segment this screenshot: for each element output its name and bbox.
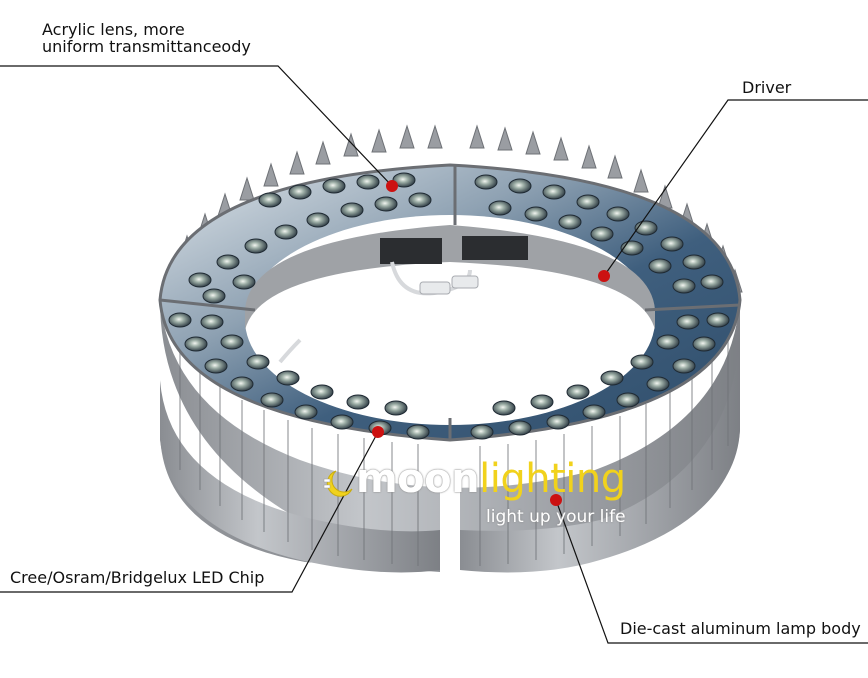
logo-moon-text: moon bbox=[356, 456, 480, 502]
callout-leaders bbox=[0, 65, 868, 644]
callout-markers bbox=[372, 180, 610, 506]
picket-fence-top bbox=[164, 124, 743, 293]
callout-lamp-body: Die-cast aluminum lamp body bbox=[620, 619, 861, 638]
logo-wordmark: moonlighting bbox=[356, 455, 626, 503]
driver-assembly bbox=[278, 236, 528, 364]
marker-driver bbox=[598, 270, 610, 282]
marker-lamp-body bbox=[550, 494, 562, 506]
callout-acrylic-line2: uniform transmittanceody bbox=[42, 37, 251, 56]
logo-lighting-text: lighting bbox=[479, 456, 626, 502]
moon-logo-icon bbox=[323, 470, 353, 497]
marker-led-chip bbox=[372, 426, 384, 438]
marker-acrylic-lens bbox=[386, 180, 398, 192]
callout-acrylic-lens: Acrylic lens, more uniform transmittance… bbox=[42, 21, 251, 55]
lamp-body-wall bbox=[160, 300, 740, 575]
callout-acrylic-line1: Acrylic lens, more bbox=[42, 20, 185, 39]
moonlighting-logo: moonlighting light up your life bbox=[322, 455, 632, 535]
callout-led-chip: Cree/Osram/Bridgelux LED Chip bbox=[10, 568, 265, 587]
logo-tagline: light up your life bbox=[486, 507, 626, 527]
callout-driver: Driver bbox=[742, 78, 792, 97]
led-chips bbox=[168, 172, 730, 440]
